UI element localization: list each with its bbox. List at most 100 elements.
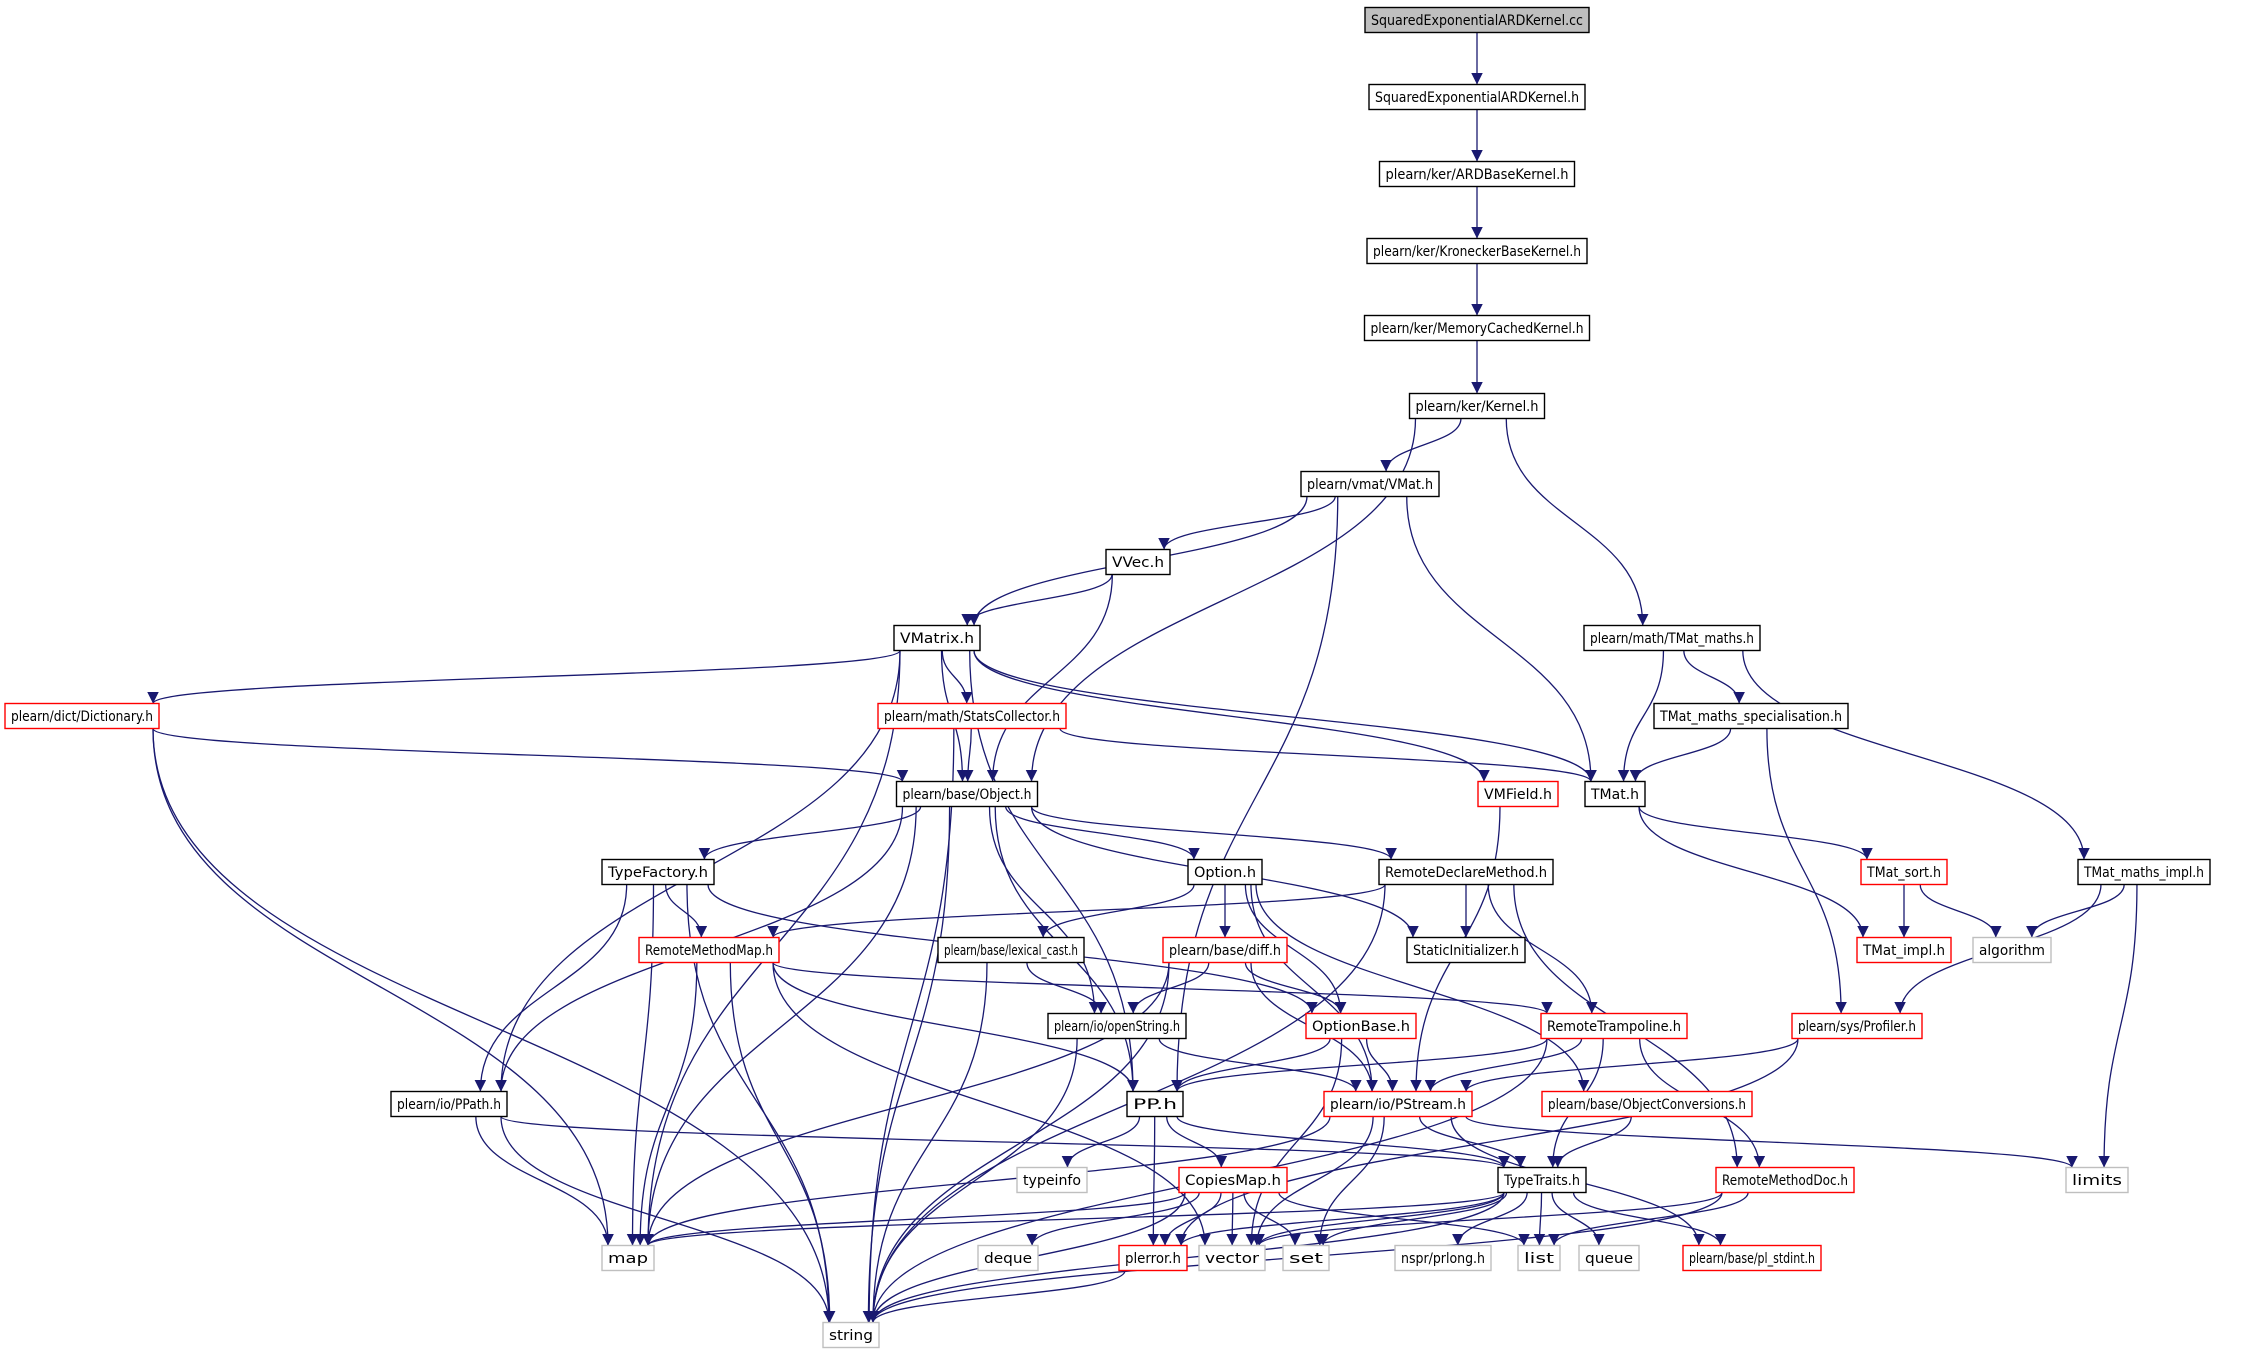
- edge-n16-n31: [474, 884, 628, 1092]
- node-label: SquaredExponentialARDKernel.h: [1375, 90, 1579, 106]
- node-tmat-maths-specialisation-h[interactable]: TMat_maths_specialisation.h: [1653, 702, 1849, 730]
- node-plearn-base-lexical-cast-h[interactable]: plearn/base/lexical_cast.h: [937, 936, 1085, 964]
- node-label: plearn/base/Object.h: [903, 787, 1032, 803]
- edge-n38-n46: [1548, 1192, 1749, 1246]
- node-plearn-math-statscollector-h[interactable]: plearn/math/StatsCollector.h: [877, 702, 1067, 730]
- edge-n31-n37: [500, 1115, 1510, 1169]
- edge-n28-n32: [1171, 1038, 1331, 1092]
- node-remotemethoddoc-h[interactable]: RemoteMethodDoc.h: [1715, 1166, 1855, 1194]
- node-tmat-impl-h[interactable]: TMat_impl.h: [1856, 936, 1952, 964]
- node-label: RemoteTrampoline.h: [1547, 1019, 1681, 1035]
- node-label: typeinfo: [1023, 1173, 1081, 1189]
- node-typefactory-h[interactable]: TypeFactory.h: [601, 858, 715, 886]
- edge-n37-n43: [1253, 1192, 1505, 1246]
- edge-n10-n15: [1629, 728, 1732, 782]
- edge-n16-n21: [665, 884, 708, 938]
- node-vmfield-h[interactable]: VMField.h: [1477, 780, 1559, 808]
- node-box: [1540, 1012, 1688, 1040]
- node-plearn-ker-memorycachedkernel-h[interactable]: plearn/ker/MemoryCachedKernel.h: [1363, 314, 1591, 342]
- node-box: [977, 1244, 1039, 1272]
- node-label: plearn/ker/KroneckerBaseKernel.h: [1373, 244, 1581, 260]
- edge-n37-n49: [867, 1192, 1505, 1323]
- node-plearn-base-object-h[interactable]: plearn/base/Object.h: [895, 780, 1039, 808]
- node-plearn-io-ppath-h[interactable]: plearn/io/PPath.h: [390, 1090, 508, 1118]
- edge-n12-n13: [961, 728, 974, 782]
- node-box: [1105, 548, 1171, 576]
- node-label: PP.h: [1133, 1097, 1177, 1113]
- node-box: [1406, 936, 1526, 964]
- node-box: [1198, 1244, 1266, 1272]
- edge-n36-n44: [1243, 1192, 1301, 1246]
- node-plerror-h[interactable]: plerror.h: [1118, 1244, 1188, 1272]
- node-box: [4, 702, 160, 730]
- node-typetraits-h[interactable]: TypeTraits.h: [1497, 1166, 1587, 1194]
- node-squaredexponentialardkernel-cc[interactable]: SquaredExponentialARDKernel.cc: [1364, 6, 1590, 34]
- node-label: plearn/base/pl_stdint.h: [1689, 1251, 1815, 1267]
- node-remotedeclaremethod-h[interactable]: RemoteDeclareMethod.h: [1378, 858, 1554, 886]
- node-box: [1583, 624, 1761, 652]
- node-label: list: [1524, 1251, 1555, 1267]
- node-label: RemoteMethodMap.h: [645, 943, 773, 959]
- node-vvec-h[interactable]: VVec.h: [1105, 548, 1171, 576]
- node-plearn-base-diff-h[interactable]: plearn/base/diff.h: [1162, 936, 1288, 964]
- node-tmat-h[interactable]: TMat.h: [1584, 780, 1646, 808]
- edge-n17-n34: [1255, 884, 1590, 1092]
- edge-n19-n26: [1919, 884, 2002, 938]
- node-label: plearn/vmat/VMat.h: [1307, 477, 1433, 493]
- edge-n21-n29: [772, 961, 1553, 1015]
- node-plearn-base-objectconversions-h[interactable]: plearn/base/ObjectConversions.h: [1541, 1090, 1753, 1118]
- edge-n6-n15: [1406, 496, 1597, 782]
- node-staticinitializer-h[interactable]: StaticInitializer.h: [1406, 936, 1526, 964]
- node-tmat-sort-h[interactable]: TMat_sort.h: [1860, 858, 1948, 886]
- node-label: algorithm: [1979, 943, 2045, 959]
- node-box: [1715, 1166, 1855, 1194]
- node-plearn-io-openstring-h[interactable]: plearn/io/openString.h: [1047, 1012, 1187, 1040]
- node-box: [1517, 1244, 1561, 1272]
- node-label: StaticInitializer.h: [1413, 943, 1519, 959]
- node-plearn-dict-dictionary-h[interactable]: plearn/dict/Dictionary.h: [4, 702, 160, 730]
- node-pp-h[interactable]: PP.h: [1126, 1090, 1184, 1118]
- edge-n37-n44: [1317, 1192, 1508, 1246]
- node-box: [1653, 702, 1849, 730]
- edge-n15-n19: [1638, 806, 1873, 860]
- node-box: [1860, 858, 1948, 886]
- node-plearn-vmat-vmat-h[interactable]: plearn/vmat/VMat.h: [1300, 470, 1440, 498]
- edge-n18-n21: [767, 883, 1386, 939]
- node-plearn-ker-kroneckerbasekernel-h[interactable]: plearn/ker/KroneckerBaseKernel.h: [1366, 237, 1588, 265]
- node-typeinfo: typeinfo: [1016, 1166, 1088, 1194]
- edge-n22-n27: [1026, 962, 1107, 1014]
- node-plearn-ker-kernel-h[interactable]: plearn/ker/Kernel.h: [1408, 392, 1546, 420]
- node-plearn-ker-ardbasekernel-h[interactable]: plearn/ker/ARDBaseKernel.h: [1378, 160, 1576, 188]
- node-label: limits: [2072, 1173, 2122, 1189]
- node-map: map: [601, 1244, 655, 1272]
- node-box: [1305, 1012, 1417, 1040]
- node-optionbase-h[interactable]: OptionBase.h: [1305, 1012, 1417, 1040]
- node-plearn-sys-profiler-h[interactable]: plearn/sys/Profiler.h: [1791, 1012, 1923, 1040]
- node-label: SquaredExponentialARDKernel.cc: [1371, 13, 1583, 29]
- node-copiesmap-h[interactable]: CopiesMap.h: [1178, 1166, 1288, 1194]
- node-vmatrix-h[interactable]: VMatrix.h: [893, 624, 981, 652]
- node-label: plearn/base/lexical_cast.h: [944, 943, 1078, 959]
- node-plearn-base-pl-stdint-h[interactable]: plearn/base/pl_stdint.h: [1682, 1244, 1822, 1272]
- node-plearn-io-pstream-h[interactable]: plearn/io/PStream.h: [1323, 1090, 1473, 1118]
- node-string: string: [822, 1321, 880, 1349]
- node-queue: queue: [1578, 1244, 1640, 1272]
- edge-n38-n43: [1253, 1191, 1723, 1247]
- edge-n11-n13: [152, 727, 909, 783]
- edge-n36-n40: [642, 1191, 1186, 1247]
- node-remotemethodmap-h[interactable]: RemoteMethodMap.h: [638, 936, 780, 964]
- node-option-h[interactable]: Option.h: [1187, 858, 1263, 886]
- edge-n37-n42: [1175, 1192, 1505, 1246]
- node-remotetrampoline-h[interactable]: RemoteTrampoline.h: [1540, 1012, 1688, 1040]
- edge-n29-n32: [1171, 1038, 1548, 1092]
- edge-n6-n32: [1171, 496, 1339, 1092]
- node-tmat-maths-impl-h[interactable]: TMat_maths_impl.h: [2077, 858, 2211, 886]
- edge-n37-n47: [1551, 1192, 1605, 1246]
- edge-n29-n33: [1424, 1038, 1583, 1092]
- node-plearn-math-tmat-maths-h[interactable]: plearn/math/TMat_maths.h: [1583, 624, 1761, 652]
- node-box: [1378, 858, 1554, 886]
- edge-n27-n49: [867, 1038, 1078, 1323]
- node-squaredexponentialardkernel-h[interactable]: SquaredExponentialARDKernel.h: [1368, 83, 1586, 111]
- edge-n12-n15: [1059, 727, 1597, 783]
- node-box: [877, 702, 1067, 730]
